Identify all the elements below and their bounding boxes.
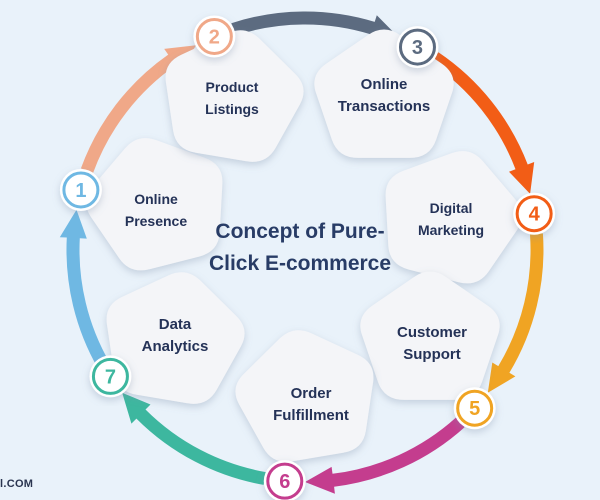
step-6-label: Order Fulfillment [273, 385, 349, 424]
step-1-number: 1 [75, 180, 86, 202]
step-5-number: 5 [469, 398, 480, 420]
step-2-number: 2 [209, 26, 220, 48]
step-4-label: Digital Marketing [417, 200, 485, 238]
step-5-tile [360, 271, 500, 400]
step-6-badge: 6 [263, 460, 306, 500]
step-1-badge: 1 [59, 168, 102, 211]
step-7-badge: 7 [89, 355, 132, 398]
step-2-tile [165, 30, 304, 162]
step-2-badge: 2 [193, 15, 236, 58]
ring-arrow-3 [231, 11, 400, 41]
step-4-tile [385, 151, 523, 284]
footer-text: l.COM [0, 478, 34, 490]
step-1-tile [85, 138, 223, 271]
step-4-number: 4 [529, 204, 541, 226]
step-4-badge: 4 [513, 192, 556, 235]
step-3-number: 3 [412, 37, 423, 59]
step-7-number: 7 [105, 366, 116, 388]
ring-arrow-1 [59, 209, 110, 370]
diagram-title: Concept of Pure- Click E-commerce [208, 220, 392, 275]
ring-arrow-5 [487, 233, 544, 393]
step-6-number: 6 [279, 471, 290, 493]
step-5-label: Customer Support [396, 324, 468, 363]
step-3-badge: 3 [396, 26, 439, 69]
step-7-label: Data Analytics [141, 316, 209, 355]
step-7-tile [106, 272, 245, 404]
step-6-tile [235, 330, 374, 462]
step-2-label: Product Listings [205, 79, 259, 117]
step-3-label: Online Transactions [337, 76, 431, 115]
step-1-label: Online Presence [124, 191, 188, 229]
step-5-badge: 5 [453, 387, 496, 430]
ring-arrow-7 [122, 392, 266, 485]
ring-arrow-6 [305, 417, 465, 494]
